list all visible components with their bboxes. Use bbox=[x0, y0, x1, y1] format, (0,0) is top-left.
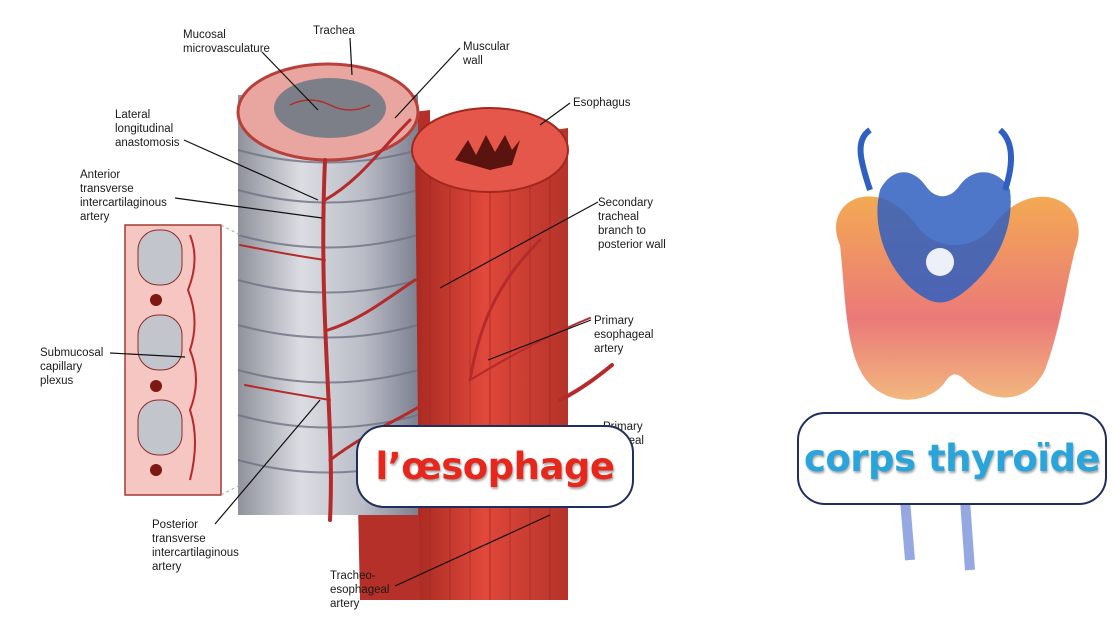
label-posterior-transverse-artery: Posterior transverse intercartilaginous … bbox=[152, 519, 239, 573]
label-submucosal-capillary-plexus: Submucosal capillary plexus bbox=[40, 347, 104, 387]
artery-network bbox=[239, 118, 614, 522]
capillary-plexus-inset bbox=[124, 224, 241, 496]
label-trachea: Trachea bbox=[313, 25, 355, 37]
label-secondary-tracheal-branch: Secondary tracheal branch to posterior w… bbox=[598, 197, 666, 251]
esophagus-shape bbox=[411, 107, 569, 600]
label-anterior-transverse-artery: Anterior transverse intercartilaginous a… bbox=[80, 169, 167, 223]
oesophage-caption-text: l’œsophage bbox=[375, 445, 615, 488]
label-tracheo-esophageal-artery: Tracheo- esophageal artery bbox=[330, 570, 390, 610]
leader-lines bbox=[109, 37, 599, 587]
label-muscular-wall: Muscular wall bbox=[463, 41, 510, 67]
oesophage-caption: l’œsophage bbox=[356, 425, 634, 508]
label-mucosal-microvasculature: Mucosal microvasculature bbox=[183, 29, 270, 55]
label-lateral-longitudinal-anastomosis: Lateral longitudinal anastomosis bbox=[115, 109, 180, 149]
label-esophagus: Esophagus bbox=[573, 97, 631, 109]
thyroide-caption: corps thyroïde bbox=[797, 412, 1107, 505]
thyroide-caption-text: corps thyroïde bbox=[803, 437, 1101, 480]
label-primary-esophageal-artery: Primary esophageal artery bbox=[594, 315, 654, 355]
thyroid-watercolor-illustration bbox=[836, 127, 1079, 571]
